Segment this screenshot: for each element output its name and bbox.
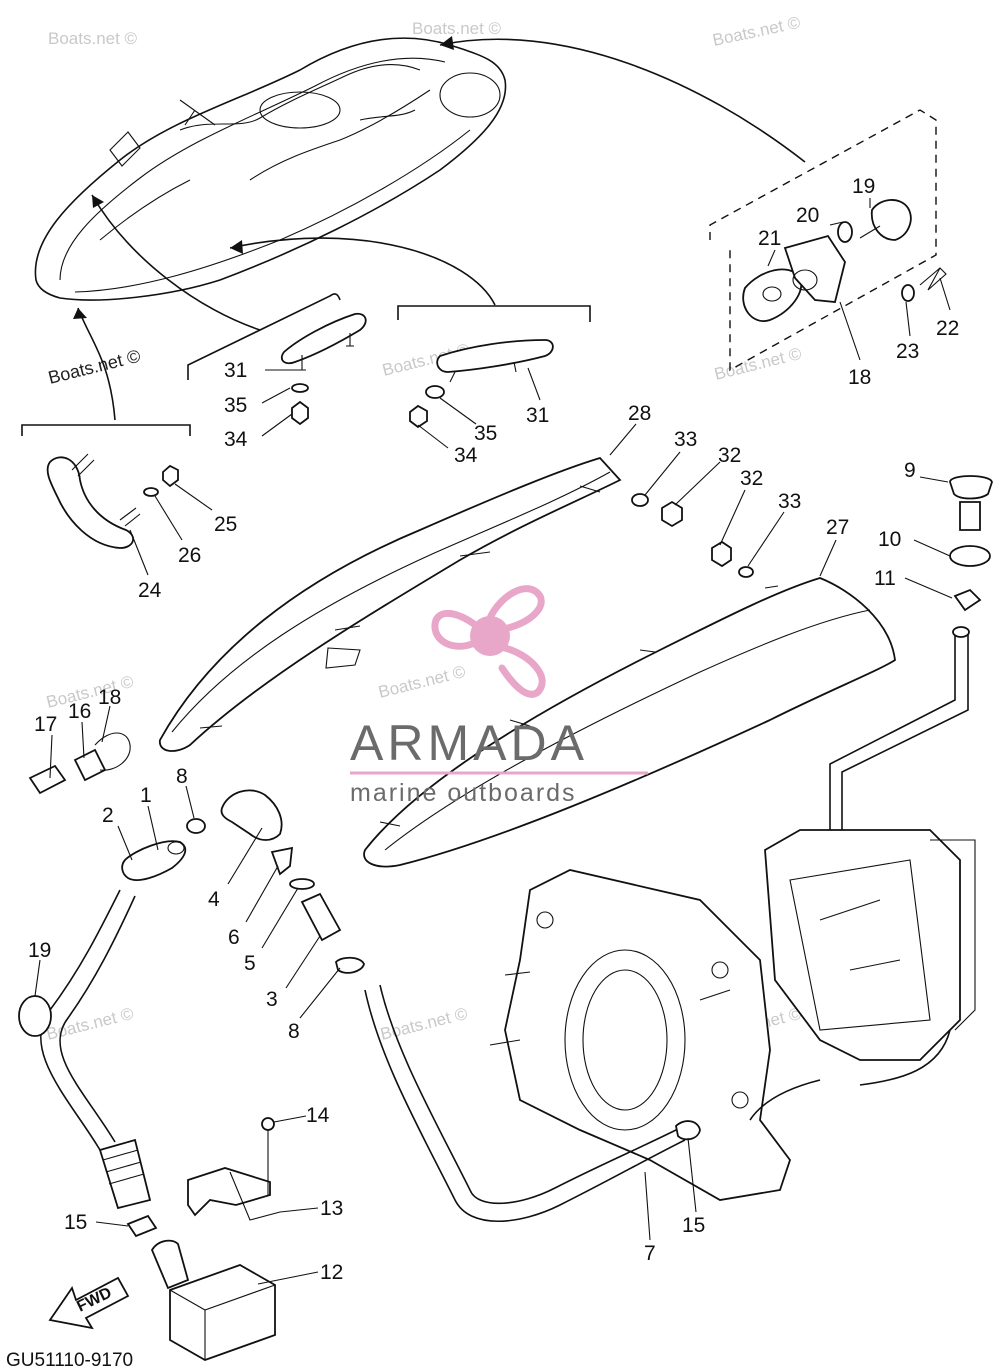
callout-11: 11 (874, 567, 896, 590)
callout-26: 24 (138, 579, 162, 602)
tank-12-15 (126, 1117, 701, 1361)
brand-logo: ARMADA marine outboards (350, 585, 648, 807)
callout-22: 20 (796, 204, 819, 227)
intake-plate (489, 869, 792, 1201)
watermark: Boats.net © (711, 13, 803, 50)
watermark: Boats.net © (46, 346, 142, 388)
callout-13: 13 (320, 1197, 343, 1220)
callout-9: 9 (904, 459, 916, 482)
hull-leader-arrows (73, 36, 806, 421)
callout-1: 1 (140, 784, 152, 807)
watermark: Boats.net © (712, 344, 803, 384)
grab-handle-26 (46, 453, 179, 549)
handrail-left (280, 312, 367, 426)
callout-29: 27 (826, 516, 849, 539)
callout-33: 31 (224, 359, 247, 382)
fwd-arrow: FWD (48, 1276, 130, 1330)
parts-1-8-cluster (28, 732, 365, 974)
callout-21: 19 (852, 175, 875, 198)
diagram-code: GU51110-9170 (6, 1350, 133, 1371)
hose-19-left (18, 889, 152, 1210)
callout-17: 17 (34, 713, 57, 736)
callout-35: 35 (224, 394, 247, 417)
callout-2: 2 (102, 804, 114, 827)
propeller-icon (431, 585, 546, 698)
brand-name: ARMADA (350, 715, 588, 771)
drain-plug-group (709, 109, 947, 372)
watermark: Boats.net © (44, 1004, 135, 1044)
callout-4: 4 (208, 888, 220, 911)
watermark: Boats.net © (412, 19, 502, 38)
callout-8: 8 (176, 765, 188, 788)
callout-leaders (34, 198, 953, 1285)
watermark: Boats.net © (376, 662, 467, 702)
callout-10: 10 (878, 528, 901, 551)
callout-25: 23 (896, 340, 919, 363)
hose-right (829, 626, 970, 840)
handrail-right (409, 339, 554, 429)
callout-34: 34 (454, 444, 478, 467)
callout-8: 8 (288, 1020, 300, 1043)
callout-16: 16 (68, 700, 91, 723)
side-rail-29 (363, 577, 896, 868)
callout-19: 19 (28, 939, 51, 962)
brand-tagline: marine outboards (350, 779, 577, 807)
watermark: Boats.net © (48, 29, 138, 48)
callout-15: 15 (64, 1211, 87, 1234)
callout-labels: 31 35 34 31 35 34 28 33 32 32 33 27 25 2… (28, 175, 959, 1284)
callout-3: 3 (266, 988, 278, 1011)
hose-7 (364, 984, 951, 1223)
callout-34: 34 (224, 428, 248, 451)
callout-27: 25 (214, 513, 237, 536)
callout-12: 12 (320, 1261, 343, 1284)
callout-14: 14 (306, 1104, 330, 1127)
fasteners-31-32 (631, 493, 754, 578)
callout-31: 32 (740, 467, 763, 490)
callout-28: 26 (178, 544, 201, 567)
callout-24: 22 (936, 317, 959, 340)
callout-31: 32 (718, 444, 741, 467)
callout-23: 21 (758, 227, 781, 250)
callout-32: 33 (674, 428, 697, 451)
jet-pump-housing (764, 829, 976, 1061)
side-rail-30 (159, 456, 622, 752)
jetski-hull (34, 37, 507, 301)
callout-30: 28 (628, 402, 651, 425)
callout-6: 6 (228, 926, 240, 949)
cap-assembly-9-11 (949, 475, 993, 612)
callout-15: 15 (682, 1214, 705, 1237)
callout-5: 5 (244, 952, 256, 975)
callout-20: 18 (848, 366, 871, 389)
handrail-bracket-lines (21, 293, 591, 436)
callout-32: 33 (778, 490, 801, 513)
callout-18: 18 (98, 686, 121, 709)
callout-7: 7 (644, 1242, 656, 1265)
callout-33: 31 (526, 404, 549, 427)
callout-35: 35 (474, 422, 497, 445)
